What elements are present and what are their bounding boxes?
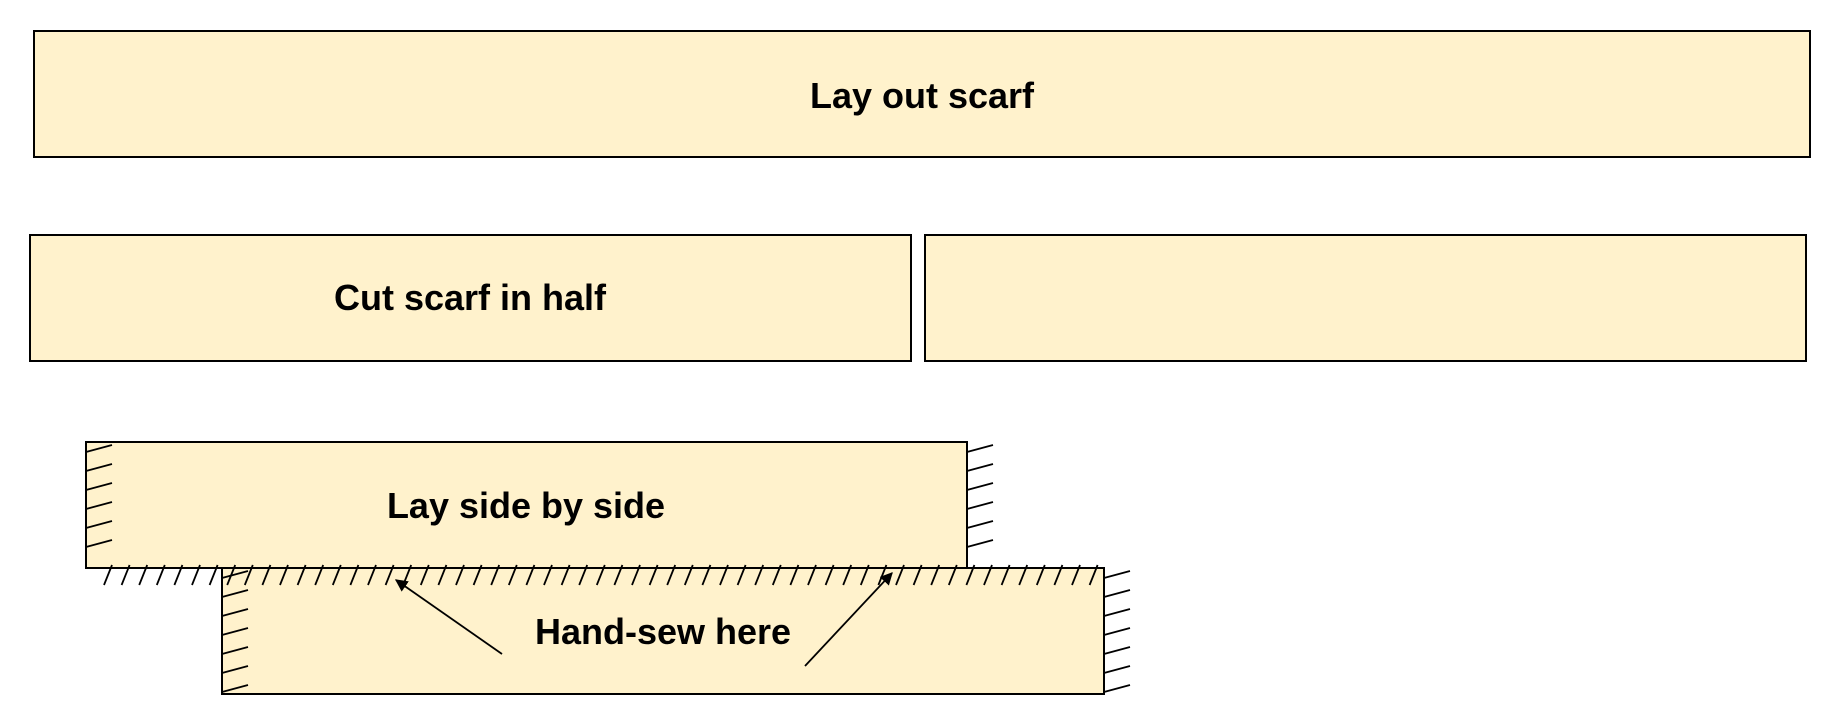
hatch-mark <box>221 665 249 674</box>
hatch-mark <box>1103 570 1131 579</box>
hatch-mark <box>859 564 870 586</box>
hatch-mark <box>221 684 249 693</box>
hatch-mark <box>1103 589 1131 598</box>
hatch-mark <box>1035 564 1046 586</box>
hatch-mark <box>983 564 993 586</box>
hatch-mark <box>472 564 483 586</box>
hatch-mark <box>895 564 905 586</box>
lay-side-by-side-label: Lay side by side <box>387 485 665 526</box>
hatch-mark <box>1103 665 1131 674</box>
hatch-mark <box>930 564 941 586</box>
hatch-mark <box>243 564 254 586</box>
hatch-mark <box>384 564 395 586</box>
hatch-mark <box>966 501 994 510</box>
hatch-mark <box>1103 646 1131 655</box>
hatch-mark <box>490 564 501 586</box>
hatch-mark <box>947 564 958 586</box>
hatch-mark <box>85 520 113 529</box>
hatch-mark <box>578 564 589 586</box>
hatch-mark <box>648 564 659 586</box>
hatch-mark <box>631 564 641 586</box>
hatch-mark <box>349 564 360 586</box>
hatch-mark <box>1053 564 1064 586</box>
hatch-mark <box>85 444 113 453</box>
hatch-mark <box>221 646 249 655</box>
right-half-panel <box>924 234 1807 362</box>
hatch-mark <box>966 482 994 491</box>
hatch-mark <box>965 564 976 586</box>
hatch-mark <box>525 564 536 586</box>
hatch-mark <box>1018 564 1029 586</box>
hatch-mark <box>314 564 325 586</box>
hatch-mark <box>208 564 219 586</box>
hatch-mark <box>85 463 113 472</box>
hatch-mark <box>155 564 166 586</box>
hatch-mark <box>789 564 800 586</box>
hatch-mark <box>771 564 782 586</box>
hatch-mark <box>560 564 571 586</box>
hatch-mark <box>103 564 113 586</box>
hatch-mark <box>138 564 149 586</box>
hatch-mark <box>683 564 694 586</box>
hatch-mark <box>1103 627 1131 636</box>
hatch-mark <box>1071 564 1081 586</box>
hatch-mark <box>912 564 923 586</box>
hatch-mark <box>437 564 448 586</box>
hatch-mark <box>221 608 249 617</box>
hatch-mark <box>754 564 765 586</box>
hatch-mark <box>666 564 677 586</box>
hatch-mark <box>966 444 994 453</box>
hatch-mark <box>507 564 518 586</box>
hatch-mark <box>85 482 113 491</box>
hatch-mark <box>701 564 712 586</box>
left-pointer-arrow <box>394 579 503 655</box>
hatch-mark <box>1103 684 1131 693</box>
hatch-mark <box>455 564 465 586</box>
hatch-mark <box>736 564 747 586</box>
hatch-mark <box>719 564 729 586</box>
hatch-mark <box>85 501 113 510</box>
hatch-mark <box>191 564 201 586</box>
hatch-mark <box>595 564 606 586</box>
hatch-mark <box>807 564 817 586</box>
fringe-hatch-marks <box>85 444 1131 693</box>
hatch-mark <box>1000 564 1011 586</box>
hatch-mark <box>966 520 994 529</box>
upper-half-panel <box>85 441 968 569</box>
hatch-mark <box>419 564 430 586</box>
left-half-panel <box>29 234 912 362</box>
hatch-mark <box>842 564 853 586</box>
full-scarf-panel <box>33 30 1811 158</box>
hatch-mark <box>966 539 994 548</box>
hatch-mark <box>226 564 237 586</box>
right-pointer-arrow <box>804 572 893 667</box>
hatch-mark <box>966 463 994 472</box>
hatch-mark <box>221 570 249 579</box>
hatch-mark <box>331 564 342 586</box>
hatch-mark <box>296 564 307 586</box>
hatch-mark <box>1103 608 1131 617</box>
hatch-mark <box>173 564 184 586</box>
hatch-mark <box>221 627 249 636</box>
lay-out-scarf-label: Lay out scarf <box>810 75 1035 116</box>
hatch-mark <box>221 589 249 598</box>
cut-scarf-label: Cut scarf in half <box>334 277 607 318</box>
hatch-mark <box>543 564 553 586</box>
hatch-mark <box>613 564 624 586</box>
hatch-mark <box>824 564 835 586</box>
hatch-mark <box>261 564 272 586</box>
hand-sew-label: Hand-sew here <box>535 611 791 652</box>
hatch-mark <box>367 564 377 586</box>
hatch-mark <box>279 564 289 586</box>
hatch-mark <box>1088 564 1099 586</box>
hatch-mark <box>120 564 131 586</box>
hatch-mark <box>85 539 113 548</box>
